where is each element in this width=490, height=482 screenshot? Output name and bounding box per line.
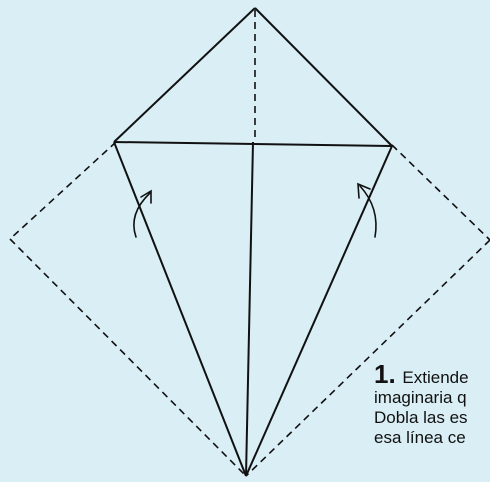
instruction-line-2: imaginaria q — [374, 388, 467, 407]
outline-left-lower-edge — [9, 238, 247, 477]
right-fold-arrow-icon — [357, 182, 377, 238]
kite-top-left-edge — [113, 7, 256, 143]
kite-shape — [113, 7, 393, 477]
kite-center-line — [245, 141, 254, 477]
outline-right-upper-edge — [391, 144, 490, 241]
kite-top-right-edge — [254, 7, 393, 147]
left-fold-arrow-icon — [133, 189, 152, 238]
kite-bottom-right-edge — [245, 145, 393, 477]
instruction-line-4: esa línea ce — [374, 428, 466, 447]
instruction-text-1: Extiende — [402, 368, 469, 387]
step-number: 1. — [374, 359, 396, 389]
instruction-line-3: Dobla las es — [374, 408, 468, 427]
instruction-line-1: 1. Extiende — [374, 361, 490, 388]
outline-right-lower-edge — [245, 239, 490, 477]
step-instruction: 1. Extiende imaginaria q Dobla las es es… — [374, 361, 490, 448]
kite-bottom-left-edge — [113, 141, 247, 477]
square-outline-dashed — [9, 10, 490, 477]
outline-left-upper-edge — [9, 141, 117, 240]
